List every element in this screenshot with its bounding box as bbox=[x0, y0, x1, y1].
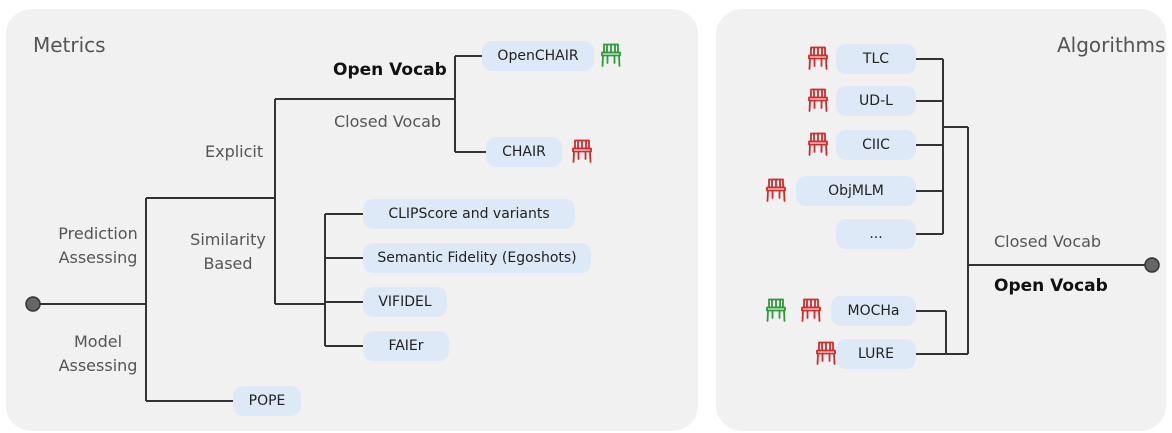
chair-icon bbox=[807, 46, 829, 70]
node-mocha: MOCHa bbox=[831, 296, 916, 326]
chair-icon bbox=[815, 341, 837, 365]
node-pope: POPE bbox=[233, 386, 301, 416]
node-faier: FAIEr bbox=[363, 331, 449, 361]
metrics-panel bbox=[6, 9, 698, 431]
label-explicit: Explicit bbox=[205, 142, 264, 161]
chair-icon bbox=[765, 178, 787, 202]
node-clipscore: CLIPScore and variants bbox=[363, 199, 575, 229]
node-ciic: CIIC bbox=[836, 130, 916, 160]
chair-icon bbox=[600, 43, 622, 67]
algorithms-panel bbox=[716, 9, 1166, 431]
algorithms-root-node bbox=[1144, 257, 1160, 273]
label-alg-closed-vocab: Closed Vocab bbox=[994, 232, 1102, 251]
chair-icon bbox=[571, 139, 593, 163]
label-alg-open-vocab: Open Vocab bbox=[994, 276, 1108, 296]
node-ellipsis: ... bbox=[836, 219, 916, 249]
chair-icon bbox=[800, 298, 822, 322]
node-vifidel: VIFIDEL bbox=[363, 287, 447, 317]
label-closed-vocab: Closed Vocab bbox=[334, 112, 442, 131]
node-tlc: TLC bbox=[836, 44, 916, 74]
chair-icon bbox=[807, 88, 829, 112]
node-ud-l: UD-L bbox=[836, 86, 916, 116]
chair-icon bbox=[765, 298, 787, 322]
label-open-vocab: Open Vocab bbox=[333, 60, 447, 80]
metrics-title: Metrics bbox=[33, 33, 106, 57]
label-prediction-assessing: Prediction Assessing bbox=[58, 224, 138, 267]
node-lure: LURE bbox=[836, 339, 916, 369]
node-objmlm: ObjMLM bbox=[796, 176, 916, 206]
node-chair: CHAIR bbox=[486, 137, 562, 167]
algorithms-title: Algorithms bbox=[1057, 33, 1166, 57]
node-openchair: OpenCHAIR bbox=[482, 41, 594, 71]
label-model-assessing: Model Assessing bbox=[58, 332, 138, 375]
node-semantic-fidelity: Semantic Fidelity (Egoshots) bbox=[363, 243, 591, 273]
chair-icon bbox=[807, 132, 829, 156]
label-similarity-based: Similarity Based bbox=[190, 230, 266, 273]
